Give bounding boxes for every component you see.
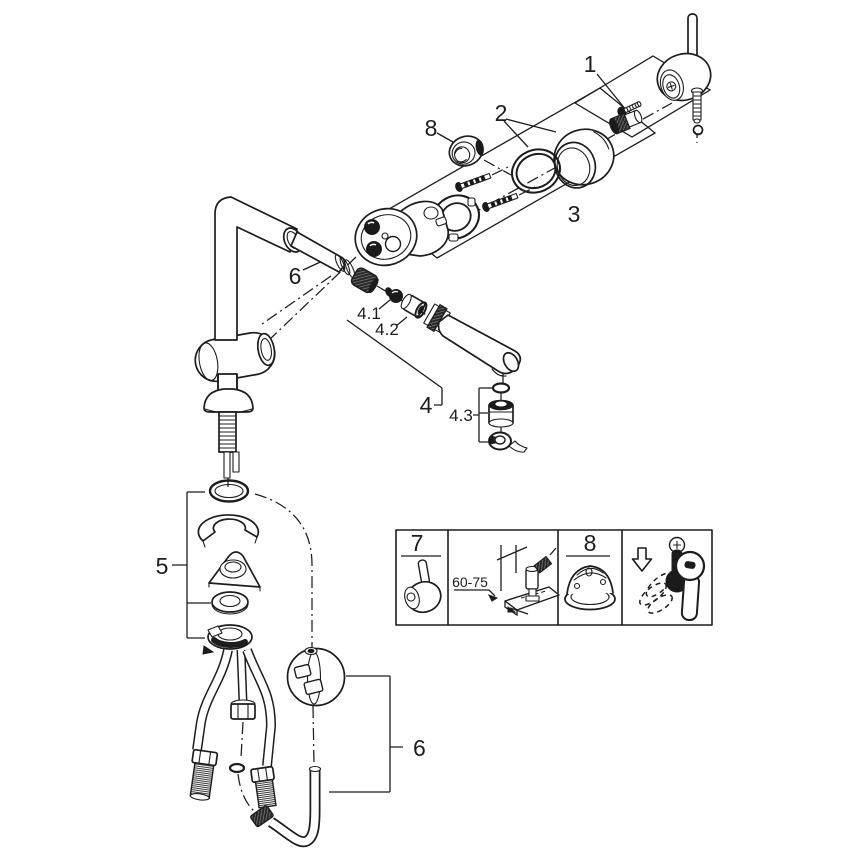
inset-cell-handle-7: 7 xyxy=(401,530,442,614)
handle-assembly xyxy=(656,13,712,136)
mousseur-key xyxy=(488,431,528,453)
leader-2a xyxy=(503,120,529,148)
label-part-4-1: 4.1 xyxy=(357,304,381,323)
spout xyxy=(214,196,379,341)
leader-4-2 xyxy=(395,316,408,327)
base-o-ring xyxy=(208,479,250,503)
arrow-down-icon xyxy=(631,547,653,572)
mounting-nut xyxy=(202,624,253,655)
wall-lines xyxy=(496,545,528,591)
escutcheon-cap xyxy=(553,128,615,189)
mousseur-parts xyxy=(488,382,528,453)
fixing-screws xyxy=(455,172,519,212)
label-part-8: 8 xyxy=(425,115,438,141)
flow-regulator xyxy=(400,293,428,319)
dimension-text: 60-75 xyxy=(452,574,488,590)
label-part-1: 1 xyxy=(584,51,597,77)
inset-panel: 7 60-75 xyxy=(395,529,713,626)
handle-ball xyxy=(692,124,704,136)
pullout-hose xyxy=(250,765,322,848)
mounting-stack xyxy=(197,479,261,655)
label-part-4: 4 xyxy=(420,392,433,418)
bracket-5 xyxy=(172,491,211,639)
handle-screw xyxy=(690,87,704,124)
stabilizer-plate xyxy=(197,514,260,542)
leader-1 xyxy=(596,73,627,111)
wand-knurled-tip xyxy=(350,267,379,294)
leader-2b xyxy=(505,118,557,133)
threaded-shank xyxy=(218,411,237,453)
dimension-line xyxy=(454,589,496,597)
spray-head xyxy=(423,303,522,377)
bracket-4-3 xyxy=(473,387,492,443)
hose-nut-middle xyxy=(230,699,256,720)
inset-cell-cold-start xyxy=(631,536,706,622)
inset-cell-installation: 60-75 xyxy=(452,545,560,617)
hose-elbow-fitting xyxy=(250,805,274,828)
leader-4-1 xyxy=(378,299,391,310)
handle-adapter xyxy=(609,109,643,135)
label-part-6-spout: 6 xyxy=(289,263,302,289)
hose-o-ring xyxy=(228,762,246,774)
label-part-4-2: 4.2 xyxy=(375,320,399,339)
leader-8 xyxy=(436,132,454,143)
label-part-2: 2 xyxy=(495,100,508,126)
cap-o-ring xyxy=(511,148,561,194)
washer xyxy=(211,591,249,615)
hose-fitting-left xyxy=(189,748,219,801)
inset-label-8: 8 xyxy=(584,530,597,556)
counterweight xyxy=(286,646,346,707)
hose-fitting-right xyxy=(250,765,277,809)
shank-tube-1 xyxy=(223,451,231,479)
label-part-5: 5 xyxy=(156,553,169,579)
mousseur-o-ring xyxy=(491,382,511,394)
bracket-6-hose xyxy=(329,675,403,793)
label-part-3: 3 xyxy=(568,201,581,227)
limiter-dome xyxy=(448,135,484,167)
callout-labels: 1 2 3 8 6 4.1 4.2 4 4.3 5 6 xyxy=(156,51,597,761)
inset-label-7: 7 xyxy=(411,530,424,556)
base-flange xyxy=(203,388,254,413)
mousseur xyxy=(488,399,514,428)
bracket-4 xyxy=(346,319,443,406)
lever-with-hand xyxy=(639,550,706,622)
supply-hoses xyxy=(189,648,277,809)
shank-tube-2 xyxy=(232,451,240,473)
label-part-6-hose: 6 xyxy=(413,735,426,761)
label-part-4-3: 4.3 xyxy=(449,406,473,425)
inset-cell-limiter-8: 8 xyxy=(564,530,616,611)
triangle-bracket xyxy=(208,551,261,592)
hand-icon xyxy=(639,572,677,614)
cartridge xyxy=(354,200,449,267)
mini-faucet xyxy=(525,547,557,602)
trim-group xyxy=(511,101,643,194)
check-valve xyxy=(385,287,403,303)
